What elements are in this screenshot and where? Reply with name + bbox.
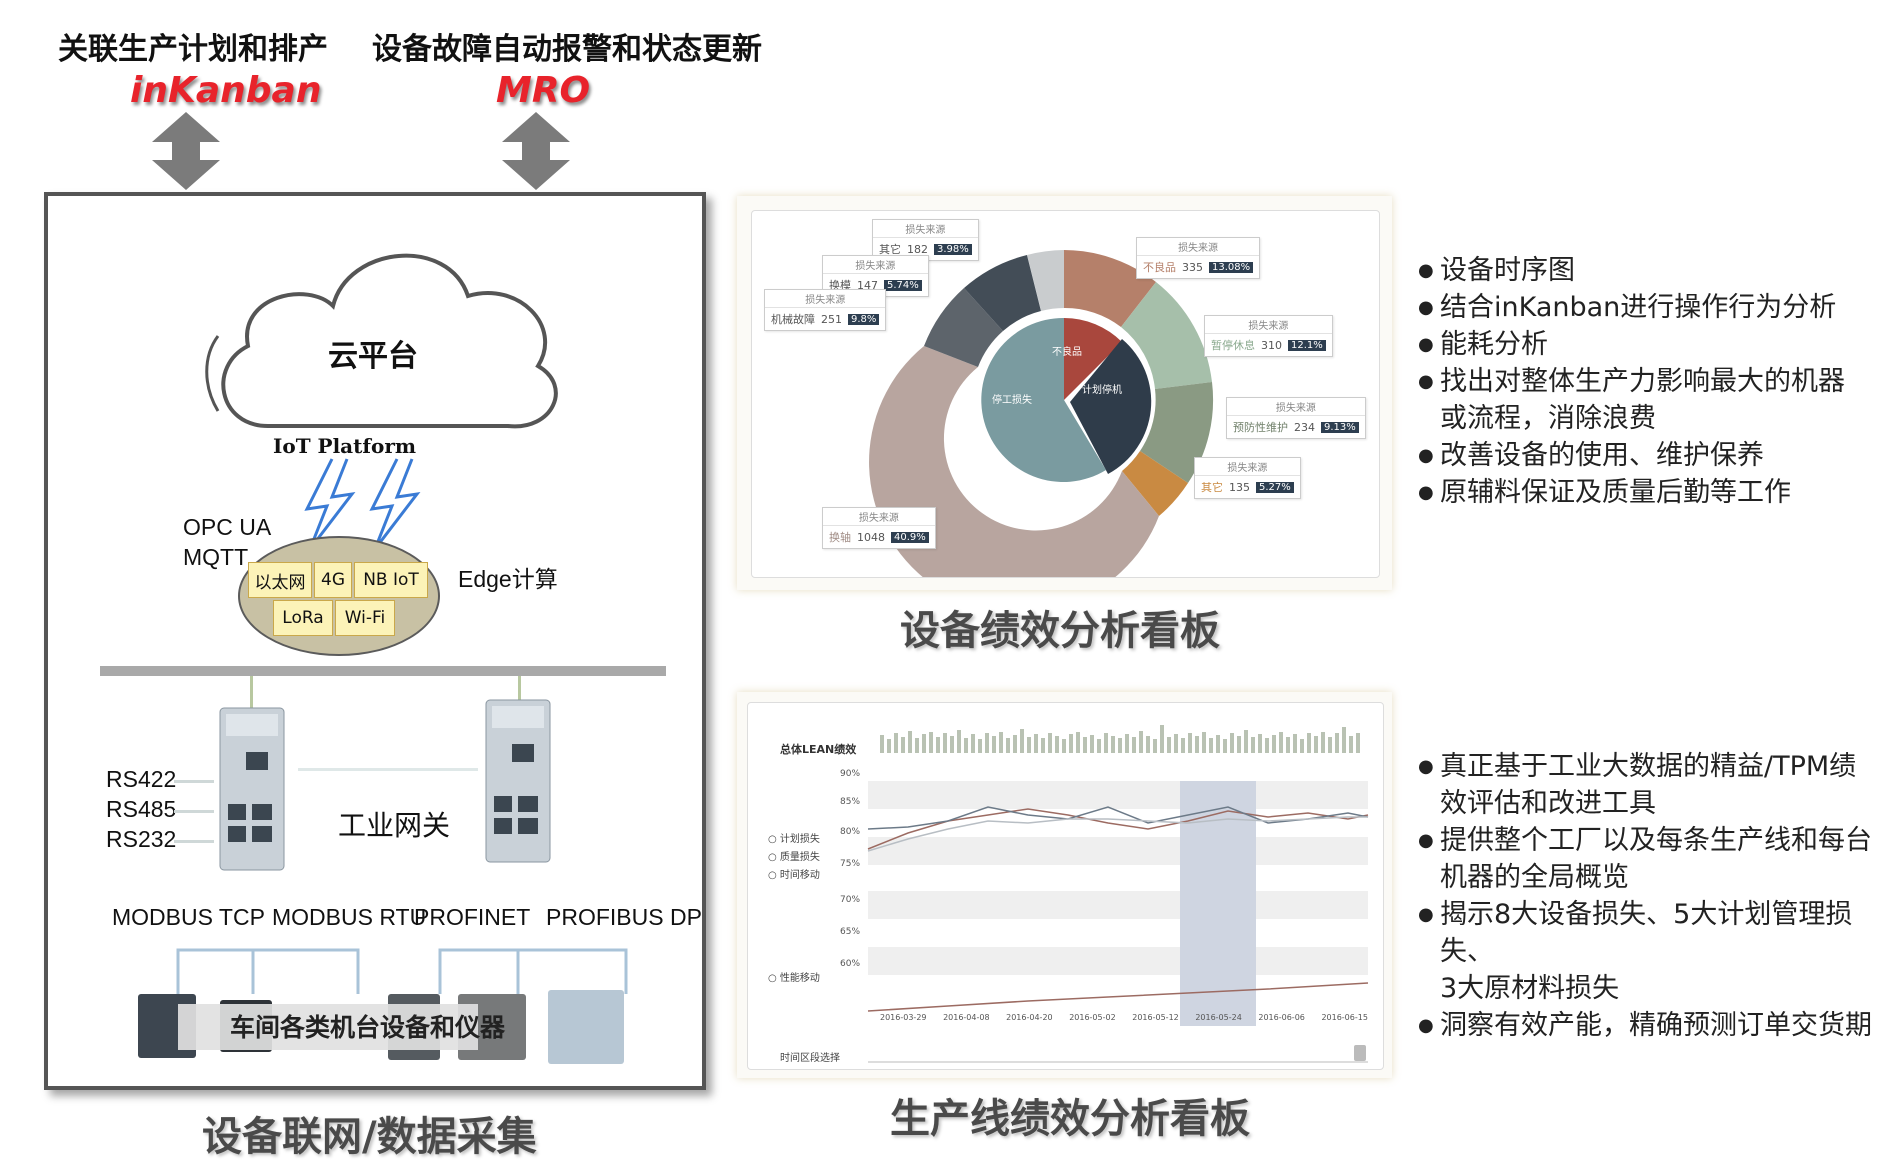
machine-icon xyxy=(548,990,624,1064)
time-range-label: 时间区段选择 xyxy=(780,1053,840,1064)
network-bus xyxy=(100,666,666,676)
gateway-device-icon xyxy=(485,699,551,863)
line-dashboard-caption: 生产线绩效分析看板 xyxy=(890,1096,1250,1142)
y-tick: 90% xyxy=(840,769,861,779)
list-item: 原辅料保证及质量后勤等工作 xyxy=(1418,474,1878,511)
y-tick: 65% xyxy=(840,927,861,937)
devices-strip: 车间各类机台设备和仪器 xyxy=(138,988,668,1068)
double-arrow-icon xyxy=(152,112,220,190)
y-tick: 75% xyxy=(840,859,861,869)
fieldbus-profibus-dp: PROFIBUS DP xyxy=(546,904,702,930)
equipment-features-list: 设备时序图 结合inKanban进行操作行为分析 能耗分析 找出对整体生产力影响… xyxy=(1418,252,1878,511)
list-item: 效评估和改进工具 xyxy=(1440,788,1656,819)
serial-rs485: RS485 xyxy=(106,796,177,822)
list-item: 提供整个工厂以及每条生产线和每台 xyxy=(1418,822,1878,859)
protocol-opcua: OPC UA xyxy=(183,514,272,540)
range-slider-handle[interactable] xyxy=(1354,1045,1366,1061)
list-item: 洞察有效产能，精确预测订单交货期 xyxy=(1418,1007,1878,1044)
double-arrow-icon xyxy=(502,112,570,190)
y-tick: 85% xyxy=(840,797,861,807)
list-item: 3大原材料损失 xyxy=(1440,973,1620,1004)
list-item: 或流程，消除浪费 xyxy=(1440,403,1656,434)
network-wifi: Wi-Fi xyxy=(335,600,395,636)
fieldbus-modbus-rtu: MODBUS RTU xyxy=(272,904,427,930)
cloud-icon xyxy=(205,253,558,429)
edge-computing-label: Edge计算 xyxy=(458,566,558,592)
list-item: 真正基于工业大数据的精益/TPM绩 xyxy=(1418,748,1878,785)
protocol-mqtt: MQTT xyxy=(183,544,249,570)
iot-platform-label: IoT Platform xyxy=(273,434,417,458)
inner-slice-label: 停工损失 xyxy=(992,395,1032,406)
inner-slice-label: 不良品 xyxy=(1052,347,1082,358)
lean-performance-chart xyxy=(867,725,1369,1063)
network-nbiot: NB IoT xyxy=(354,562,428,598)
fieldbus-profinet: PROFINET xyxy=(414,904,531,930)
mro-system-name: MRO xyxy=(496,70,591,111)
production-planning-label: 关联生产计划和排产 xyxy=(58,32,328,67)
network-4g: 4G xyxy=(314,562,352,598)
line-features-list: 真正基于工业大数据的精益/TPM绩 效评估和改进工具 提供整个工厂以及每条生产线… xyxy=(1418,748,1878,1044)
serial-rs422: RS422 xyxy=(106,766,177,792)
device-wiring xyxy=(176,948,628,994)
industrial-gateway-label: 工业网关 xyxy=(338,809,451,842)
list-item: 能耗分析 xyxy=(1418,326,1878,363)
list-item: 揭示8大设备损失、5大计划管理损失、 xyxy=(1418,896,1878,970)
network-lora: LoRa xyxy=(273,600,333,636)
line-dashboard-screenshot: 总体LEAN绩效 xyxy=(737,692,1392,1078)
inkanban-system-name: inKanban xyxy=(130,70,322,111)
list-item: 找出对整体生产力影响最大的机器 xyxy=(1418,363,1878,400)
list-item: 设备时序图 xyxy=(1418,252,1878,289)
device-network-caption: 设备联网/数据采集 xyxy=(202,1114,537,1160)
perf-legend: ○ 性能移动 xyxy=(768,973,820,984)
list-item: 结合inKanban进行操作行为分析 xyxy=(1418,289,1878,326)
chart-legend: ○ 计划损失 ○ 质量损失 ○ 时间移动 xyxy=(768,834,820,881)
fault-alarm-label: 设备故障自动报警和状态更新 xyxy=(372,32,762,67)
gateway-device-icon xyxy=(219,707,285,871)
serial-rs232: RS232 xyxy=(106,826,177,852)
device-network-panel: 云平台 IoT Platform OPC UA MQTT Edge计算 以太网 … xyxy=(44,192,706,1090)
y-tick: 60% xyxy=(840,959,861,969)
cloud-platform-label: 云平台 xyxy=(328,339,418,374)
workshop-devices-label: 车间各类机台设备和仪器 xyxy=(230,1013,506,1042)
loss-donut-chart xyxy=(869,250,1214,577)
network-ethernet: 以太网 xyxy=(248,562,312,598)
equipment-dashboard-caption: 设备绩效分析看板 xyxy=(900,608,1220,654)
list-item: 改善设备的使用、维护保养 xyxy=(1418,437,1878,474)
list-item: 机器的全局概览 xyxy=(1440,862,1629,893)
inner-slice-label: 计划停机 xyxy=(1082,385,1122,396)
y-tick: 70% xyxy=(840,895,861,905)
fieldbus-modbus-tcp: MODBUS TCP xyxy=(112,904,265,930)
lean-performance-label: 总体LEAN绩效 xyxy=(780,743,857,756)
y-tick: 80% xyxy=(840,827,861,837)
